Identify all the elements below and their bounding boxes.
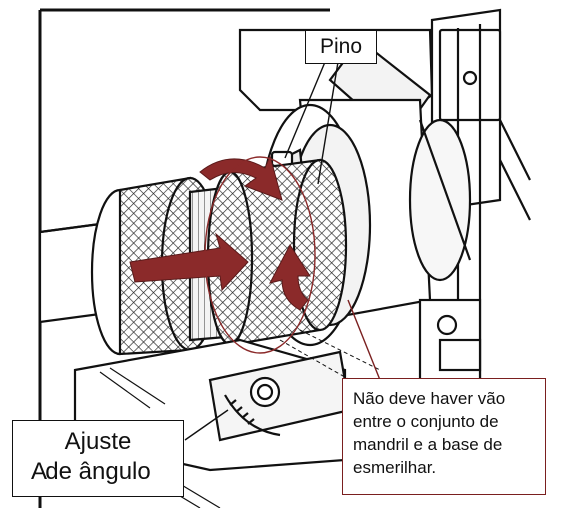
gap-note-line-2: entre o conjunto de	[353, 412, 499, 431]
gap-note-line-4: esmerilhar.	[353, 458, 437, 477]
angle-adjust-label: Ajuste de ângulo A	[12, 420, 184, 497]
pin-label: Pino	[305, 30, 377, 64]
angle-adjust-line-1: Ajuste	[64, 428, 132, 455]
gap-note-line-3: mandril e a base de	[353, 435, 503, 454]
angle-adjust-line-2: de ângulo	[45, 458, 151, 485]
gap-note-line-1: Não deve haver vão	[353, 389, 506, 408]
angle-adjust-ghost-letter: A	[31, 458, 48, 485]
rotation-guides	[204, 156, 316, 354]
rotation-arrows	[129, 154, 311, 311]
gap-warning-note: Não deve haver vão entre o conjunto de m…	[342, 378, 546, 495]
leader-lines	[184, 61, 381, 441]
